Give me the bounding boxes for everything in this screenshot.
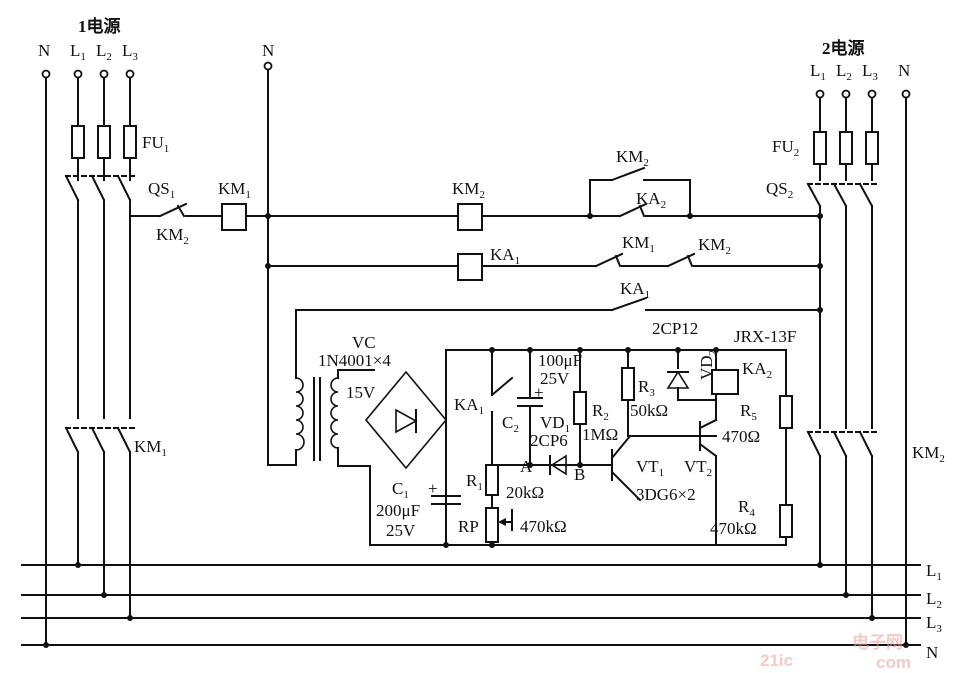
- bus-n-label: N: [926, 643, 938, 662]
- vd1-label: VD1: [540, 413, 570, 435]
- km2-coil-label: KM2: [452, 179, 485, 201]
- bridge-rectifier: [364, 349, 448, 546]
- c2-label: C2: [502, 413, 519, 435]
- power2-l2-label: L2: [836, 61, 852, 83]
- km1-coil-label: KM1: [218, 179, 251, 201]
- km2-main-label: KM2: [912, 443, 945, 465]
- control-n-label: N: [262, 41, 274, 60]
- output-bus: [21, 564, 921, 646]
- qs2-label: QS2: [766, 179, 793, 201]
- power1-n-label: N: [38, 41, 50, 60]
- r4-value-label: 470kΩ: [710, 519, 757, 538]
- r3-label: R3: [638, 377, 655, 399]
- relay-label: JRX-13F: [734, 327, 796, 346]
- c1-label: C1: [392, 479, 409, 501]
- r2-label: R2: [592, 401, 609, 423]
- km2-nc-label-b: KM2: [698, 235, 731, 257]
- supply1-fuses: [71, 125, 137, 159]
- control-wiring: [129, 61, 823, 466]
- bus-l2-label: L2: [926, 589, 942, 611]
- power2-l3-label: L3: [862, 61, 878, 83]
- fu2-label: FU2: [772, 137, 799, 159]
- node-b-label: B: [574, 465, 585, 484]
- rp-value-label: 470kΩ: [520, 517, 567, 536]
- km2-nc-label-a: KM2: [156, 225, 189, 247]
- power1-l3-label: L3: [122, 41, 138, 63]
- transistor-type-label: 3DG6×2: [636, 485, 696, 504]
- r5-label: R5: [740, 401, 757, 423]
- ka2-contact-label: KA2: [636, 189, 666, 211]
- supply1-wiring: [43, 73, 137, 648]
- ka1-coil-label: KA1: [490, 245, 520, 267]
- vd2-label: VD2: [697, 350, 719, 380]
- supply2-fuses: [813, 131, 879, 165]
- c1-volt-label: 25V: [386, 521, 416, 540]
- rp-label: RP: [458, 517, 479, 536]
- km1-main-label: KM1: [134, 437, 167, 459]
- qs1-label: QS1: [148, 179, 175, 201]
- contactor-coils: [221, 203, 483, 281]
- vt2-label: VT2: [684, 457, 712, 479]
- r4-label: R4: [738, 497, 755, 519]
- bus-l3-label: L3: [926, 613, 942, 635]
- fu1-label: FU1: [142, 133, 169, 155]
- power2-l1-label: L1: [810, 61, 826, 83]
- vd1-type-label: 2CP6: [530, 431, 568, 450]
- bridge-label: 1N4001×4: [318, 351, 391, 370]
- vt1-label: VT1: [636, 457, 664, 479]
- r3-value-label: 50kΩ: [630, 401, 668, 420]
- supply1-terminals: [41, 69, 135, 79]
- c2-volt-label: 25V: [540, 369, 570, 388]
- ka2-coil-label: KA2: [742, 359, 772, 381]
- km2-hold-label: KM2: [616, 147, 649, 169]
- watermark-cn: 电子网: [852, 632, 903, 652]
- c1-plus-label: +: [428, 479, 438, 498]
- supply2-terminals: [815, 89, 911, 99]
- r5-value-label: 470Ω: [722, 427, 760, 446]
- power2-n-label: N: [898, 61, 910, 80]
- transformer-volt-label: 15V: [346, 383, 376, 402]
- c1-value-label: 200μF: [376, 501, 420, 520]
- power1-l2-label: L2: [96, 41, 112, 63]
- ka1-contact-label: KA1: [620, 279, 650, 301]
- power2-title: 2电源: [822, 38, 865, 58]
- power1-title: 1电源: [78, 16, 121, 36]
- watermark-com: com: [876, 653, 911, 672]
- power1-l1-label: L1: [70, 41, 86, 63]
- c2-plus-label: +: [534, 383, 544, 402]
- c2-value-label: 100μF: [538, 351, 582, 370]
- transformer: [295, 369, 375, 467]
- ka1-dc-contact-label: KA1: [454, 395, 484, 417]
- r2-value-label: 1MΩ: [582, 425, 618, 444]
- dc-circuit: [369, 347, 793, 548]
- labels: 1电源 N L1 L2 L3 FU1 QS1 KM2 KM1 N KM2 KM2…: [38, 16, 945, 662]
- node-a-label: A: [520, 457, 533, 476]
- km1-nc-label: KM1: [622, 233, 655, 255]
- vc-label: VC: [352, 333, 376, 352]
- r1-label: R1: [466, 471, 483, 493]
- supply2-wiring: [806, 93, 909, 648]
- watermark: 21ic 电子网 com: [760, 632, 911, 672]
- bus-l1-label: L1: [926, 561, 942, 583]
- watermark-21ic: 21ic: [760, 651, 793, 670]
- r1-value-label: 20kΩ: [506, 483, 544, 502]
- zener-label: 2CP12: [652, 319, 698, 338]
